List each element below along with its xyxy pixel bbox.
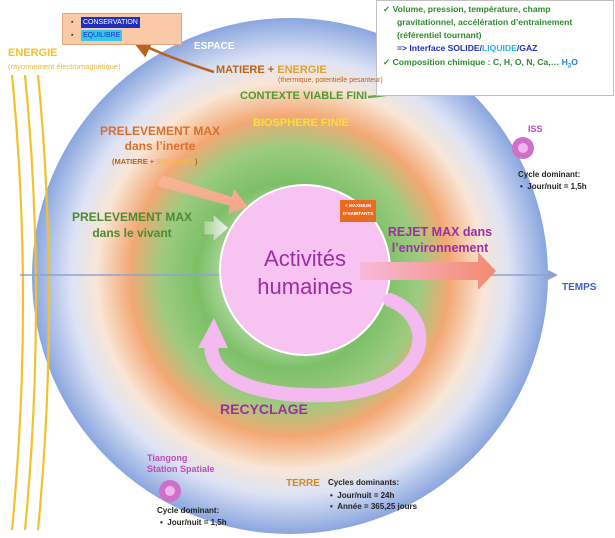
info-line-composition: ✓ Composition chimique : C, H, O, N, Ca,…	[383, 57, 578, 70]
info-box: ✓ Volume, pression, température, champ g…	[376, 0, 614, 96]
temps-label: TEMPS	[562, 282, 597, 293]
terre-cycle-list: • Jour/nuit = 24h • Année = 365,25 jours	[330, 490, 417, 512]
tiangong-cycle-item: • Jour/nuit = 1,5h	[160, 518, 227, 527]
tiangong-title-line1: Tiangong	[147, 453, 188, 463]
terre-title: TERRE	[286, 478, 320, 489]
legend-chip-conservation: CONSERVATION	[81, 17, 140, 28]
tiangong-cycle-list: • Jour/nuit = 1,5h	[160, 517, 227, 528]
prelevement-inerte-sub: (MATIERE + ENERGIES)	[112, 157, 198, 166]
prelevement-inerte-line1: PRELEVEMENT MAX	[100, 124, 221, 138]
rejet-line1: REJET MAX dans	[387, 225, 493, 239]
terre-cycle-title: Cycles dominants:	[328, 478, 400, 487]
info-line-interface: => Interface SOLIDE/LIQUIDE/GAZ	[397, 43, 538, 53]
iss-title: ISS	[528, 124, 543, 134]
recyclage-arrow	[204, 293, 427, 403]
tiangong-dot-center	[165, 486, 175, 496]
terre-cycle-item: • Jour/nuit = 24h	[330, 491, 395, 500]
legend-chip-equilibre: EQUILIBRE	[81, 30, 123, 41]
iss-cycle-title: Cycle dominant:	[518, 170, 581, 179]
tiangong-cycle-title: Cycle dominant:	[157, 506, 220, 515]
check-icon: ✓	[383, 4, 391, 14]
check-icon: ✓	[383, 57, 391, 67]
recyclage-arrowhead	[198, 318, 228, 348]
rejet-line2: l’environnement	[391, 241, 489, 255]
rejet-arrow	[360, 252, 496, 290]
legend-bullet: ▪	[71, 19, 74, 26]
prelevement-vivant-arrow	[204, 215, 229, 241]
iss-dot-center	[518, 143, 528, 153]
time-axis-arrowhead	[548, 270, 558, 280]
activites-line2: humaines	[257, 274, 353, 299]
activites-line1: Activités	[264, 246, 346, 271]
maximum-habitants-line2: D’HABITANTS	[342, 211, 374, 216]
legend-bullet: ▪	[71, 32, 74, 39]
prelevement-inerte-line2: dans l’inerte	[124, 139, 196, 153]
recyclage-label: RECYCLAGE	[220, 401, 308, 417]
energie-subtitle: (rayonnement électromagnétique)	[8, 62, 121, 71]
contexte-label: CONTEXTE VIABLE FINI	[240, 90, 368, 102]
matiere-arrow	[131, 39, 215, 74]
info-line-3: (référentiel tournant)	[397, 30, 482, 40]
iss-cycle-item: • Jour/nuit = 1,5h	[520, 182, 587, 191]
matiere-note: (thermique, potentielle pesanteur)	[278, 77, 383, 84]
legend-item-conservation: ▪ CONSERVATION	[71, 17, 140, 28]
info-line-1: ✓ Volume, pression, température, champ	[383, 4, 551, 14]
prelevement-inerte-arrow	[158, 175, 248, 214]
prelevement-vivant-line2: dans le vivant	[92, 226, 172, 240]
tiangong-title-line2: Station Spatiale	[147, 464, 215, 474]
legend-box: ▪ CONSERVATION ▪ EQUILIBRE	[62, 13, 182, 45]
info-line-2: gravitationnel, accélération d’entrainem…	[397, 17, 573, 27]
iss-cycle-list: • Jour/nuit = 1,5h	[520, 181, 587, 192]
prelevement-vivant-line1: PRELEVEMENT MAX	[72, 210, 193, 224]
maximum-habitants-line1: < MAXIMUM	[345, 203, 371, 208]
energie-title: ENERGIE	[8, 47, 58, 59]
energy-arcs	[10, 74, 51, 531]
biosphere-label: BIOSPHERE FINIE	[253, 117, 349, 129]
matiere-label: MATIERE + ENERGIE	[216, 64, 327, 76]
espace-label: ESPACE	[194, 41, 235, 52]
terre-cycle-item: • Année = 365,25 jours	[330, 502, 418, 511]
legend-item-equilibre: ▪ EQUILIBRE	[71, 30, 123, 41]
maximum-habitants-box	[340, 200, 376, 222]
